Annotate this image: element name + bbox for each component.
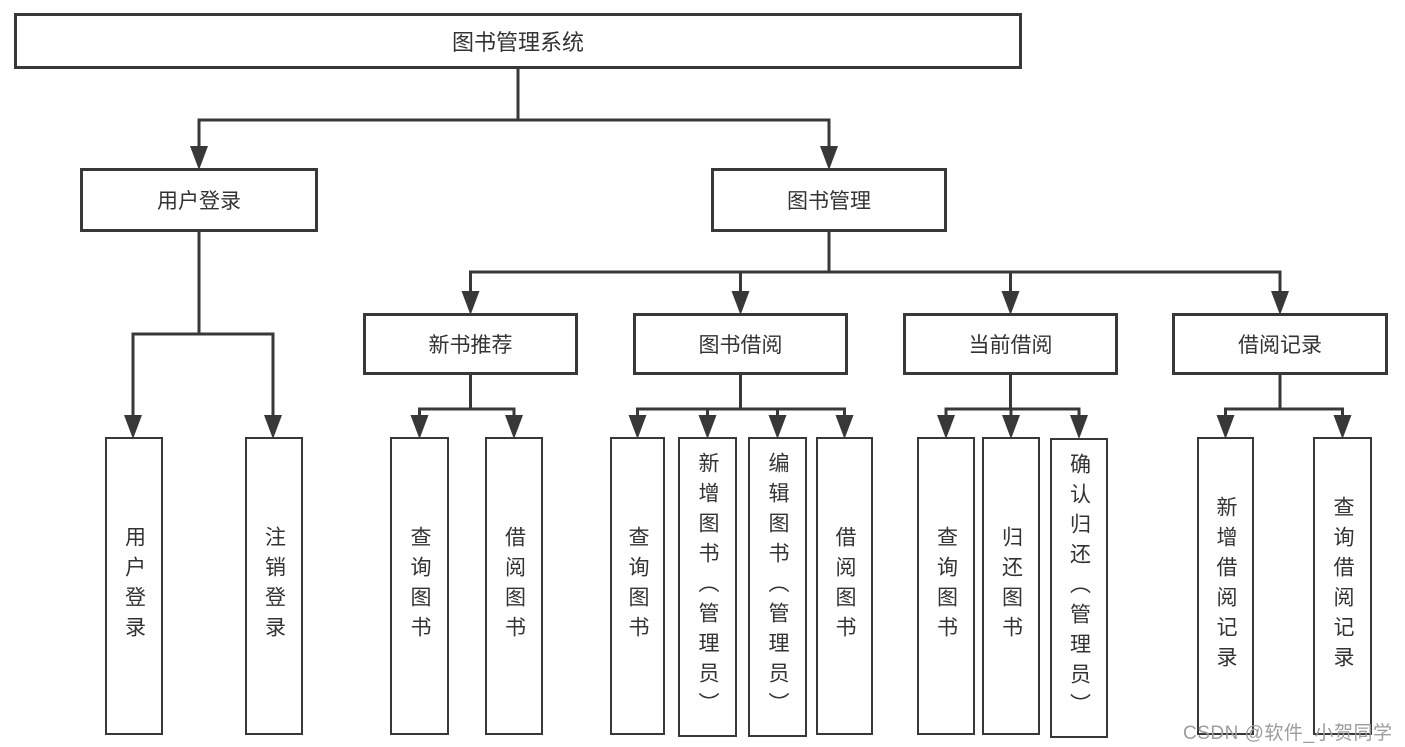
node-current-borrow: 当前借阅 <box>903 313 1118 375</box>
node-book-borrow: 图书借阅 <box>633 313 848 375</box>
leaf-add-borrow-record: 新增借阅记录 <box>1197 437 1254 735</box>
leaf-edit-books-admin: 编辑图书（管理员） <box>748 437 807 737</box>
arrowhead-down-icon <box>505 415 523 439</box>
arrowhead-down-icon <box>937 415 955 439</box>
arrowhead-down-icon <box>264 415 282 439</box>
leaf-search-books: 查询图书 <box>610 437 665 735</box>
arrowhead-down-icon <box>1216 415 1235 439</box>
node-new-book-recommend: 新书推荐 <box>363 313 578 375</box>
arrowhead-down-icon <box>1002 415 1020 439</box>
arrowhead-down-icon <box>410 415 429 439</box>
leaf-borrow-books: 借阅图书 <box>485 437 543 735</box>
arrowhead-down-icon <box>1333 415 1352 439</box>
leaf-query-borrow-record: 查询借阅记录 <box>1313 437 1372 735</box>
watermark: CSDN @软件_小贺同学 <box>1183 723 1393 744</box>
arrowhead-down-icon <box>731 291 750 315</box>
leaf-user-login: 用户登录 <box>105 437 163 735</box>
leaf-logout-login: 注销登录 <box>245 437 303 735</box>
arrowhead-down-icon <box>1070 415 1088 439</box>
node-borrow-records: 借阅记录 <box>1172 313 1388 375</box>
leaf-return-books: 归还图书 <box>982 437 1040 735</box>
arrowhead-down-icon <box>1001 291 1020 315</box>
node-book-management: 图书管理 <box>711 168 947 232</box>
arrowhead-down-icon <box>1271 291 1289 315</box>
leaf-confirm-return-admin: 确认归还（管理员） <box>1050 438 1108 738</box>
leaf-search-books: 查询图书 <box>917 437 975 735</box>
arrowhead-down-icon <box>820 146 838 170</box>
arrowhead-down-icon <box>461 291 480 315</box>
arrowhead-down-icon <box>190 146 208 170</box>
arrowhead-down-icon <box>628 415 647 439</box>
arrowhead-down-icon <box>698 415 717 439</box>
arrowhead-down-icon <box>835 415 854 439</box>
node-library-management-system: 图书管理系统 <box>14 13 1022 69</box>
arrowhead-down-icon <box>124 415 142 439</box>
leaf-search-books: 查询图书 <box>390 437 449 735</box>
leaf-add-books-admin: 新增图书（管理员） <box>678 437 737 737</box>
node-user-login: 用户登录 <box>80 168 318 232</box>
arrowhead-down-icon <box>768 415 787 439</box>
leaf-borrow-books: 借阅图书 <box>816 437 873 735</box>
